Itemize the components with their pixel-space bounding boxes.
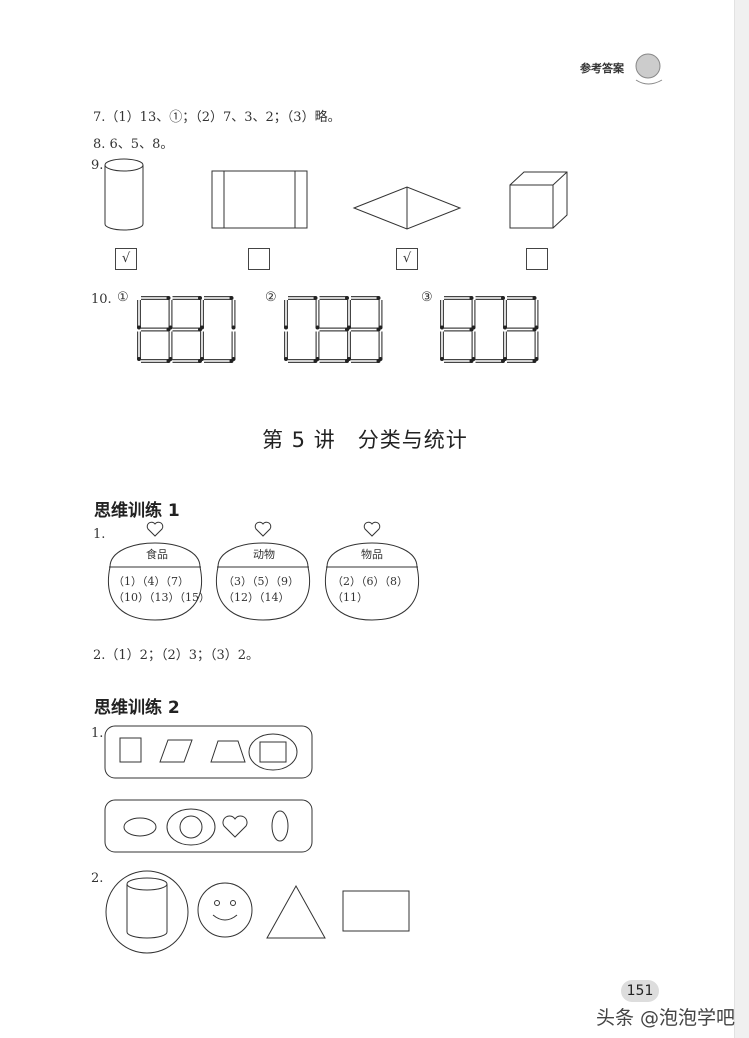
group-box-curves (104, 799, 313, 853)
bag-line: （1）（4）（7） (113, 575, 189, 588)
training-1-q1-label: 1. (93, 527, 106, 542)
training-2-q1-label: 1. (91, 726, 104, 741)
training-2-q2-label: 2. (91, 871, 104, 886)
checkbox-cylinder: √ (115, 248, 137, 270)
watermark: 头条 @泡泡学吧 (596, 1007, 736, 1029)
bag-name: 动物 (253, 548, 275, 561)
circle-shape (179, 815, 203, 839)
cube-shape (509, 171, 568, 229)
marker-3: ③ (421, 290, 433, 305)
matchstick-grid (440, 296, 539, 363)
bag-shape (108, 521, 202, 621)
rectangle-shape (342, 890, 410, 932)
page-number: 151 (621, 980, 659, 1002)
bag-line: （2）（6）（8） (332, 575, 408, 588)
answer-10-label: 10. (91, 292, 112, 307)
group-box-quadrilaterals (104, 725, 313, 779)
bag-line: （12）（14） (223, 591, 290, 604)
bag-shape (325, 521, 419, 621)
parallelogram-shape (159, 739, 193, 763)
bag-line: （11） (332, 591, 368, 604)
girl-mascot-icon (635, 53, 663, 85)
matchstick-grid (137, 296, 236, 363)
cylinder-shape (104, 158, 144, 231)
triangle-shape (266, 884, 326, 939)
matchstick-grids (137, 296, 539, 363)
smiley-face-shape (197, 882, 253, 938)
training-1-q2: 2.（1）2；（2）3；（3）2。 (93, 648, 260, 663)
heart-icon (363, 521, 381, 537)
rectangle-shape (211, 170, 308, 229)
matchstick-grid (284, 296, 383, 363)
ellipse-outline (248, 733, 298, 771)
trapezoid-shape (210, 740, 246, 763)
section-title: 第 5 讲 分类与统计 (262, 428, 468, 452)
checkbox-rhombus: √ (396, 248, 418, 270)
circle-outline (105, 870, 189, 954)
bag-line: （3）（5）（9） (223, 575, 299, 588)
training-1-title: 思维训练 1 (94, 501, 180, 521)
cylinder-shape (126, 931, 168, 939)
rectangle-in-ellipse (259, 741, 287, 763)
heart-icon (254, 521, 272, 537)
heart-shape (222, 815, 248, 838)
bag-name: 食品 (146, 548, 168, 561)
rhombus-shape (352, 186, 462, 230)
header-label: 参考答案 (580, 62, 624, 75)
square-shape (119, 737, 142, 763)
page-edge (734, 0, 749, 1038)
heart-icon (146, 521, 164, 537)
vertical-oval-shape (271, 810, 289, 842)
checkbox-rectangle (248, 248, 270, 270)
answer-8: 8. 6、5、8。 (93, 137, 174, 152)
bag-shape (216, 521, 310, 621)
training-2-title: 思维训练 2 (94, 698, 180, 718)
checkbox-cube (526, 248, 548, 270)
bag-name: 物品 (361, 548, 383, 561)
marker-2: ② (265, 290, 277, 305)
ellipse-outline (166, 808, 216, 846)
answer-7: 7.（1）13、①；（2）7、3、2；（3）略。 (93, 110, 341, 125)
answer-9-label: 9. (91, 158, 104, 173)
bag-line: （10）（13）（15） (113, 591, 210, 604)
marker-1: ① (117, 290, 129, 305)
oval-shape (123, 817, 157, 837)
